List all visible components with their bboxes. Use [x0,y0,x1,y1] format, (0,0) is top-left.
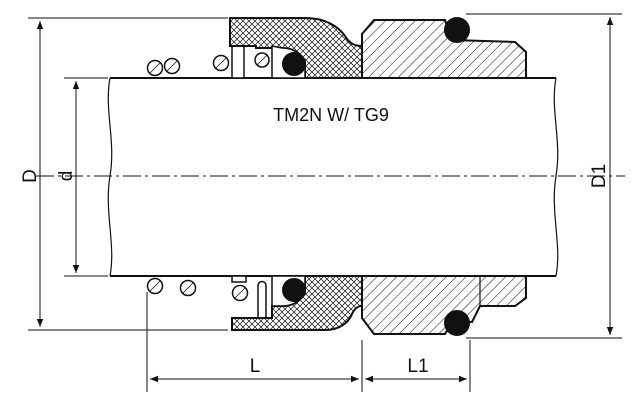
coil-hatch-bottom [149,280,246,299]
oring-seat-bottom [444,310,470,336]
dim-label-L1: L1 [407,356,428,377]
dim-label-L: L [250,356,261,377]
retainer-top [231,45,245,79]
oring-seat-top [444,17,470,43]
drawing-title: TM2N W/ TG9 [273,105,389,125]
retainer-bottom [231,275,247,283]
dim-label-D: D [20,169,41,183]
dimension-lines [36,17,614,383]
coil-hatch-top [149,54,268,74]
oring-rotary-bottom [282,278,306,302]
dim-label-D1: D1 [589,164,610,188]
extension-lines [28,13,622,392]
oring-rotary-top [282,52,306,76]
dim-label-d: d [56,171,77,182]
spring-coils-top [146,52,270,77]
stationary-seat-top [361,19,527,79]
drive-lug-bottom [257,280,267,319]
stationary-seat-bottom [361,275,527,335]
